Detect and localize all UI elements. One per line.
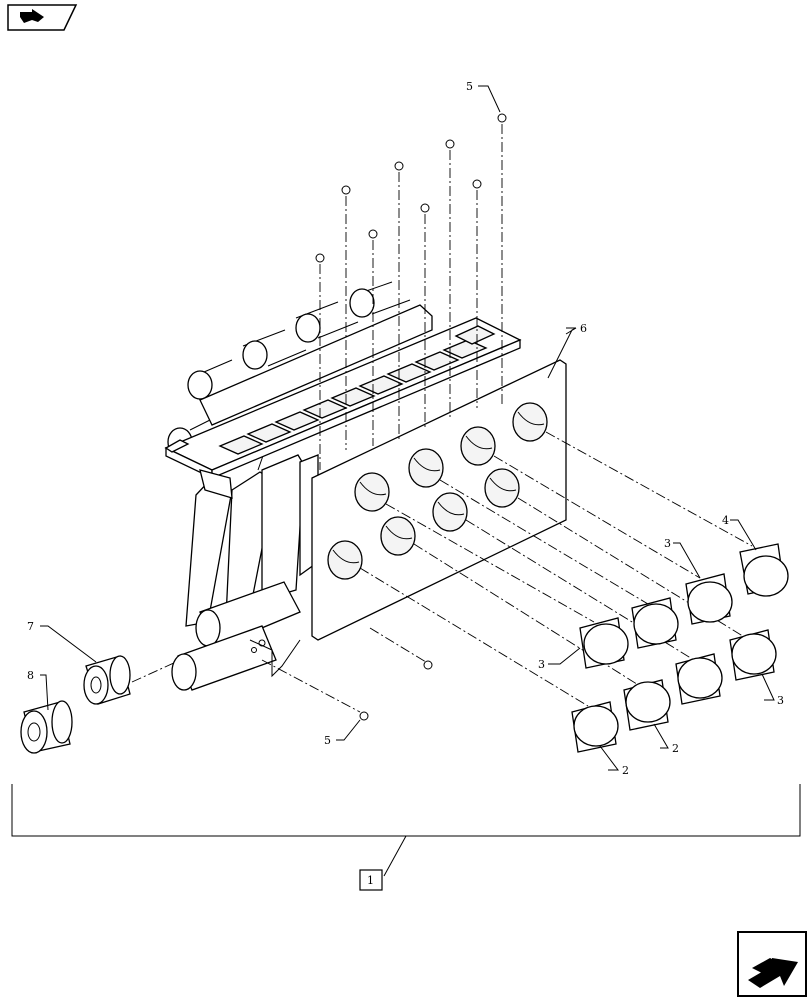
callout-1: 1 [367, 874, 374, 887]
page-back-icon[interactable] [7, 4, 78, 31]
callout-5-bottom: 5 [324, 734, 331, 747]
callout-3-right: 3 [777, 694, 784, 707]
callout-3-middle: 3 [538, 658, 545, 671]
caps [359, 431, 789, 753]
slotted-bracket [164, 304, 522, 499]
callout-2-left: 2 [622, 764, 629, 777]
pivot-tubes [171, 581, 301, 691]
leader-lines [11, 85, 801, 877]
bushings [20, 655, 177, 754]
callout-5-top: 5 [466, 80, 473, 93]
assembly-reference-box: 1 [359, 869, 383, 891]
front-panel [311, 359, 567, 641]
callout-4: 4 [722, 514, 729, 527]
bottom-bolts [261, 627, 433, 721]
callout-8: 8 [27, 669, 34, 682]
top-bolts [315, 113, 507, 470]
frame-legs [185, 429, 319, 627]
next-page-arrow-icon[interactable] [737, 931, 807, 997]
callout-6: 6 [580, 322, 587, 335]
callout-7: 7 [27, 620, 34, 633]
callout-3-upper: 3 [664, 537, 671, 550]
callout-2-right: 2 [672, 742, 679, 755]
